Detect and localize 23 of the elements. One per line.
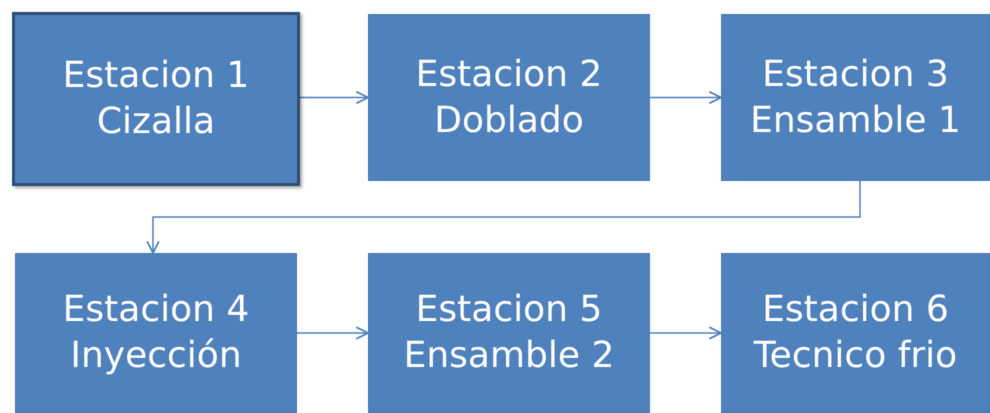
process-box bbox=[721, 253, 990, 413]
arrow bbox=[650, 326, 722, 340]
station-label: Estacion 3 bbox=[762, 52, 949, 96]
station-label: Doblado bbox=[434, 98, 584, 142]
station-label: Estacion 4 bbox=[62, 288, 250, 332]
process-box bbox=[12, 12, 300, 186]
arrow bbox=[297, 326, 369, 340]
station-label: Inyección bbox=[70, 334, 242, 378]
station-label: Tecnico frio bbox=[754, 334, 958, 378]
process-box bbox=[721, 14, 990, 181]
station-label: Ensamble 1 bbox=[750, 98, 961, 142]
station-label: Cizalla bbox=[96, 100, 216, 144]
station-label: Estacion 2 bbox=[416, 52, 602, 96]
arrow bbox=[146, 181, 861, 254]
process-box bbox=[368, 14, 650, 181]
station-label: Estacion 1 bbox=[62, 54, 250, 98]
station-label: Ensamble 2 bbox=[404, 334, 614, 378]
station-label: Estacion 6 bbox=[762, 288, 949, 332]
process-box bbox=[15, 253, 297, 413]
arrow bbox=[650, 90, 722, 104]
station-label: Estacion 5 bbox=[416, 288, 602, 332]
process-box bbox=[368, 253, 650, 413]
arrow bbox=[300, 90, 369, 104]
